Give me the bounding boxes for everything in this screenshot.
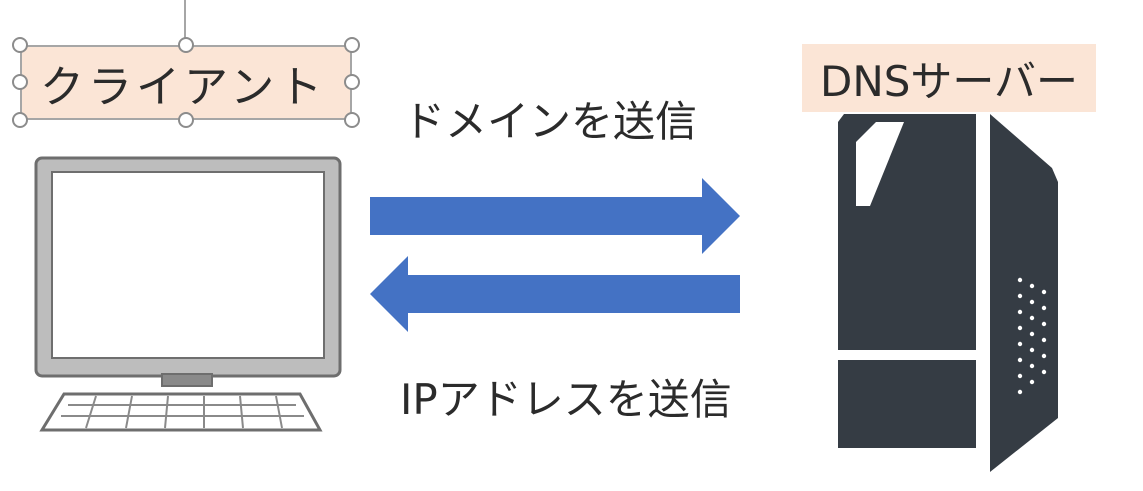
response-arrow-left xyxy=(370,256,740,332)
resize-handle-bottom-left[interactable] xyxy=(12,112,28,128)
client-label: クライアント xyxy=(40,61,327,113)
desktop-computer-icon xyxy=(34,156,342,432)
request-arrow-label: ドメインを送信 xyxy=(403,97,698,146)
client-label-box[interactable]: クライアント xyxy=(20,45,352,120)
resize-handle-bottom-center[interactable] xyxy=(178,112,194,128)
server-label: DNSサーバー xyxy=(820,56,1078,106)
response-arrow-label: IPアドレスを送信 xyxy=(400,375,732,424)
resize-handle-top-left[interactable] xyxy=(12,37,28,53)
resize-handle-top-right[interactable] xyxy=(344,37,360,53)
server-tower-icon xyxy=(838,114,1058,472)
resize-handle-middle-right[interactable] xyxy=(344,74,360,90)
resize-handle-top-center[interactable] xyxy=(178,37,194,53)
request-arrow-right xyxy=(370,178,740,254)
resize-handle-bottom-right[interactable] xyxy=(344,112,360,128)
resize-handle-middle-left[interactable] xyxy=(12,74,28,90)
rotation-handle-line xyxy=(184,0,186,45)
server-label-box: DNSサーバー xyxy=(802,44,1096,112)
